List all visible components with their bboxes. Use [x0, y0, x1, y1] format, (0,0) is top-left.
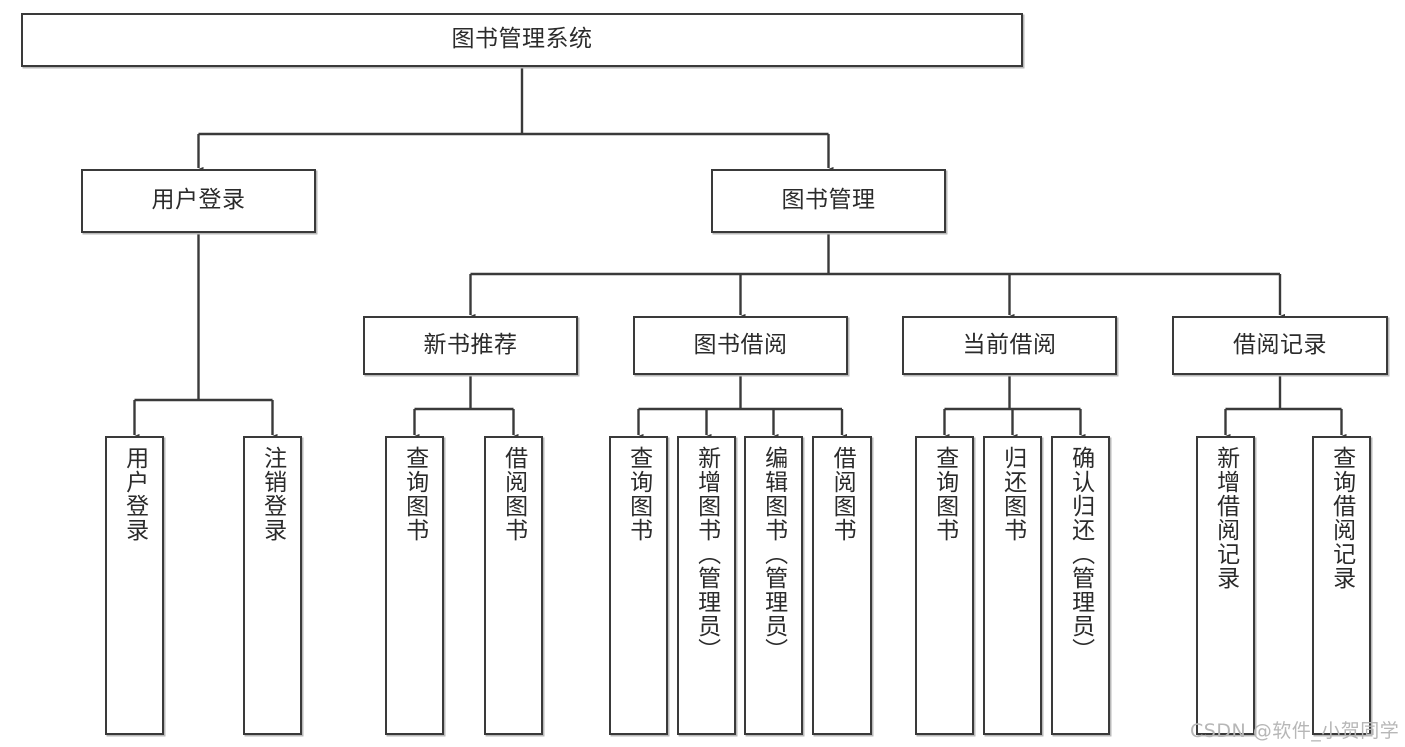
node-label-leaf-record-query: 查询借阅记录: [1328, 446, 1355, 590]
node-label-new-book-rec: 新书推荐: [423, 331, 518, 358]
node-label-leaf-borrow-borrow-book: 借阅图书: [829, 446, 856, 542]
node-new-book-rec[interactable]: 新书推荐: [363, 316, 578, 375]
node-leaf-borrow-query-book[interactable]: 查询图书: [609, 436, 668, 735]
node-label-leaf-current-confirm-return: 确认归还（管理员）: [1067, 446, 1094, 662]
node-user-login[interactable]: 用户登录: [81, 169, 316, 233]
node-leaf-borrow-add-book[interactable]: 新增图书（管理员）: [677, 436, 736, 735]
node-root[interactable]: 图书管理系统: [21, 13, 1023, 67]
node-leaf-rec-query-book[interactable]: 查询图书: [385, 436, 444, 735]
node-leaf-user-logout[interactable]: 注销登录: [243, 436, 302, 735]
node-leaf-borrow-borrow-book[interactable]: 借阅图书: [812, 436, 872, 735]
node-leaf-record-add[interactable]: 新增借阅记录: [1196, 436, 1255, 735]
node-label-book-borrow: 图书借阅: [693, 331, 788, 358]
node-current-borrow[interactable]: 当前借阅: [902, 316, 1117, 375]
node-leaf-rec-borrow-book[interactable]: 借阅图书: [484, 436, 543, 735]
node-label-leaf-current-query-book: 查询图书: [931, 446, 958, 542]
csdn-watermark: CSDN @软件_小贺同学: [1190, 720, 1400, 742]
node-label-user-login: 用户登录: [151, 187, 246, 214]
node-leaf-current-query-book[interactable]: 查询图书: [915, 436, 974, 735]
node-leaf-record-query[interactable]: 查询借阅记录: [1312, 436, 1371, 735]
node-label-borrow-record: 借阅记录: [1233, 331, 1327, 358]
node-label-leaf-rec-query-book: 查询图书: [401, 446, 428, 542]
node-book-borrow[interactable]: 图书借阅: [633, 316, 848, 375]
node-label-leaf-record-add: 新增借阅记录: [1212, 446, 1239, 590]
node-label-leaf-current-return-book: 归还图书: [999, 446, 1026, 542]
node-label-current-borrow: 当前借阅: [962, 331, 1057, 358]
node-label-leaf-user-logout: 注销登录: [259, 446, 286, 542]
node-leaf-current-return-book[interactable]: 归还图书: [983, 436, 1042, 735]
node-leaf-current-confirm-return[interactable]: 确认归还（管理员）: [1051, 436, 1110, 735]
node-label-leaf-rec-borrow-book: 借阅图书: [500, 446, 527, 542]
node-borrow-record[interactable]: 借阅记录: [1172, 316, 1388, 375]
node-label-leaf-borrow-edit-book: 编辑图书（管理员）: [760, 446, 787, 662]
node-leaf-borrow-edit-book[interactable]: 编辑图书（管理员）: [744, 436, 803, 735]
node-label-leaf-borrow-query-book: 查询图书: [625, 446, 652, 542]
node-book-manage[interactable]: 图书管理: [711, 169, 946, 233]
node-label-leaf-borrow-add-book: 新增图书（管理员）: [693, 446, 720, 662]
node-label-root: 图书管理系统: [451, 26, 593, 53]
node-leaf-user-login[interactable]: 用户登录: [105, 436, 164, 735]
node-label-leaf-user-login: 用户登录: [121, 446, 148, 542]
node-label-book-manage: 图书管理: [781, 187, 876, 214]
